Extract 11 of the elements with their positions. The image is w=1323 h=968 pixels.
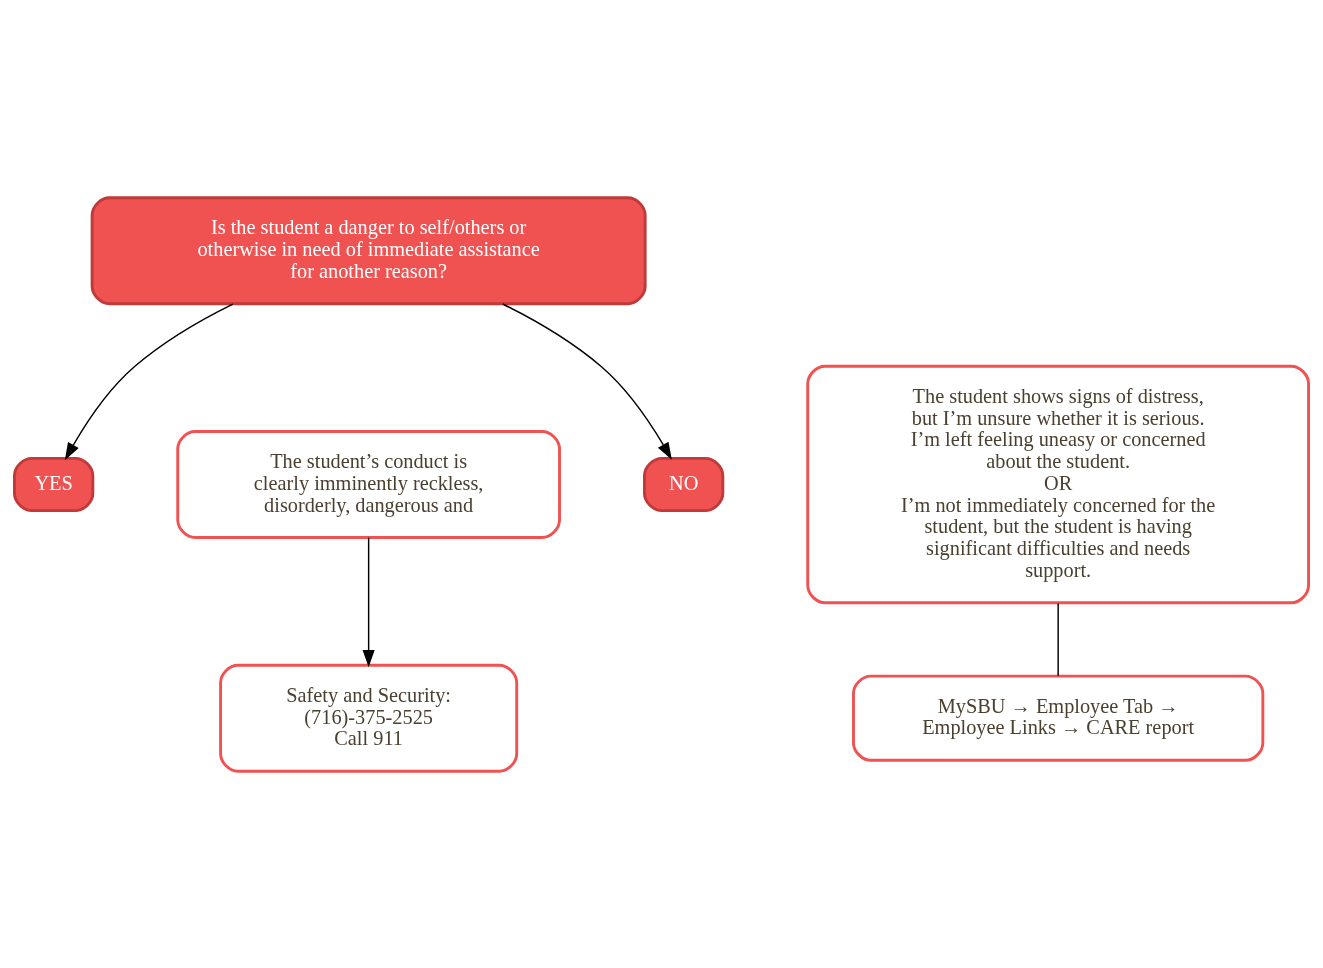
arrow (362, 536, 375, 667)
node-box: YES (13, 456, 95, 512)
node-box: Safety and Security: (716)-375-2525 Call 911 (219, 663, 519, 773)
node-box: MySBU → Employee Tab → Employee Links → CARE report (852, 674, 1265, 762)
node-box: The student’s conduct is clearly imminently reckless, disorderly, dangerous and (176, 429, 561, 539)
connector (1057, 602, 1059, 677)
node-box: NO (643, 456, 725, 512)
node-box: The student shows signs of distress, but I’m unsure whether it is serious. I’m left feeling uneasy or concerned about the student. OR I’m not immediately concerned for the student, but the student is having significant difficulties and needs support. (806, 364, 1310, 604)
node-box: Is the student a danger to self/others or otherwise in need of immediate assistance for another reason? (90, 195, 647, 305)
arrow (502, 302, 672, 460)
arrow (64, 302, 234, 460)
